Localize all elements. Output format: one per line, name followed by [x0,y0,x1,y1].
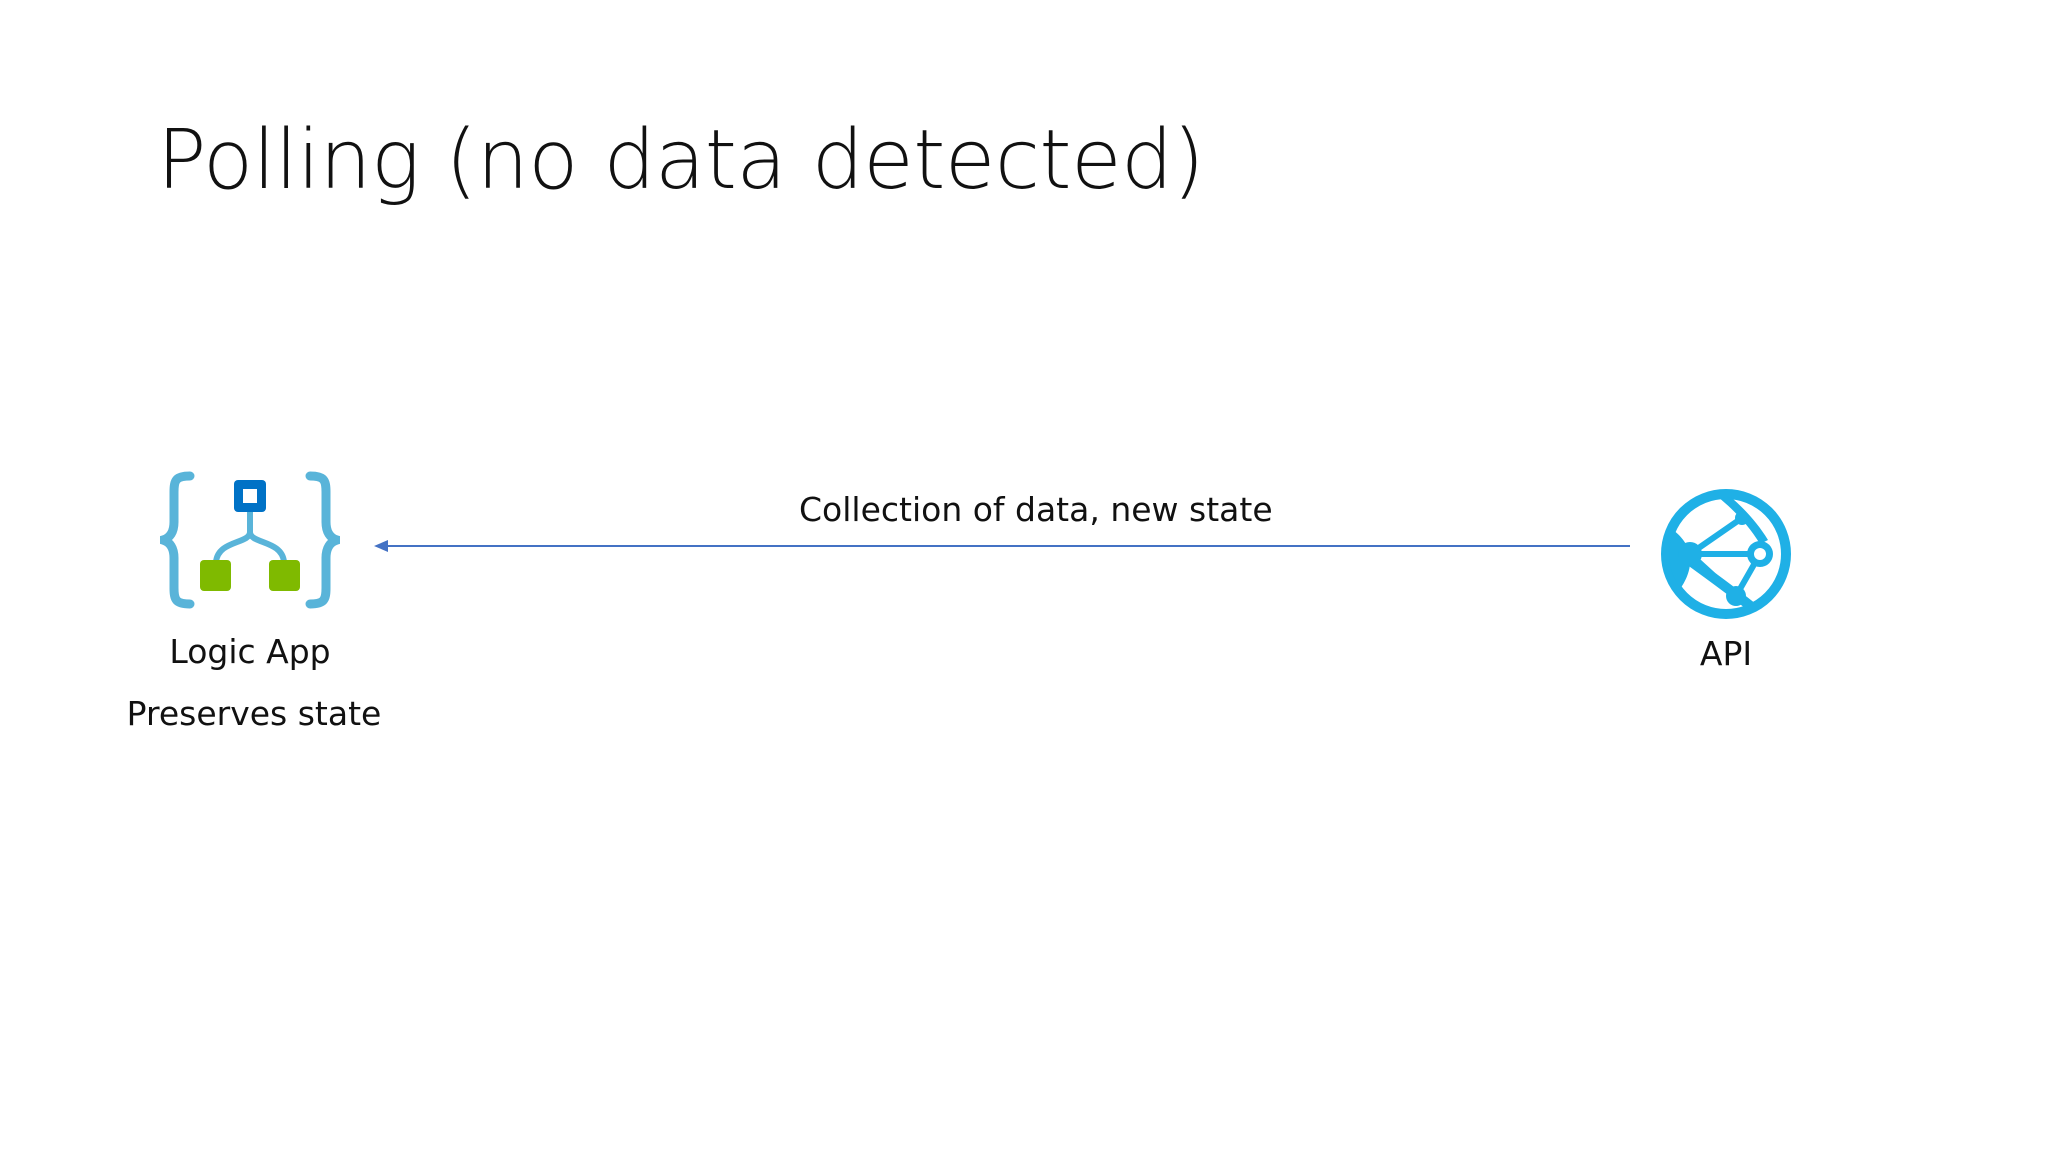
data-arrow [372,528,1632,564]
arrow-label: Collection of data, new state [799,490,1273,529]
logic-app-icon [160,470,340,610]
api-node: API [1586,484,1866,674]
logic-app-sublabel: Preserves state [126,693,382,733]
logic-app-label: Logic App [169,632,331,671]
api-label: API [1699,634,1753,673]
logic-app-node: Logic App Preserves state [90,470,410,733]
globe-api-icon [1656,484,1796,624]
slide-title: Polling (no data detected) [157,113,1205,208]
